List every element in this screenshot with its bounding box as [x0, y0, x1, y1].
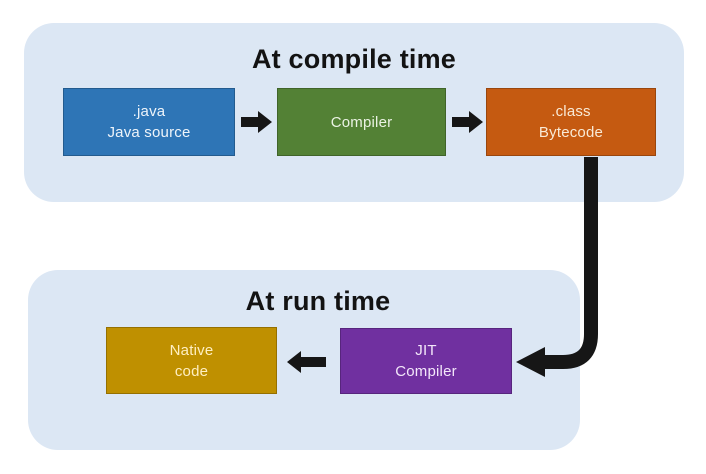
node-native-code-line1: Native	[169, 341, 214, 359]
node-native-code: Native code	[106, 327, 277, 394]
node-native-code-line2: code	[174, 362, 209, 380]
node-jit-compiler: JIT Compiler	[340, 328, 512, 394]
run-time-title: At run time	[245, 286, 391, 316]
node-java-source: .java Java source	[63, 88, 235, 156]
node-java-source-line1: .java	[132, 103, 166, 120]
node-bytecode: .class Bytecode	[486, 88, 656, 156]
node-java-source-line2: Java source	[107, 124, 191, 141]
compile-time-panel: At compile time .java Java source Compil…	[24, 23, 684, 202]
compile-time-title: At compile time	[251, 44, 457, 74]
node-bytecode-line2: Bytecode	[538, 124, 604, 141]
node-compiler-line1: Compiler	[330, 113, 393, 131]
node-bytecode-line1: .class	[551, 103, 591, 120]
node-compiler: Compiler	[277, 88, 446, 156]
node-jit-compiler-line2: Compiler	[395, 363, 457, 380]
run-time-panel: At run time Native code JIT Compiler	[28, 270, 580, 450]
node-jit-compiler-line1: JIT	[415, 342, 437, 359]
